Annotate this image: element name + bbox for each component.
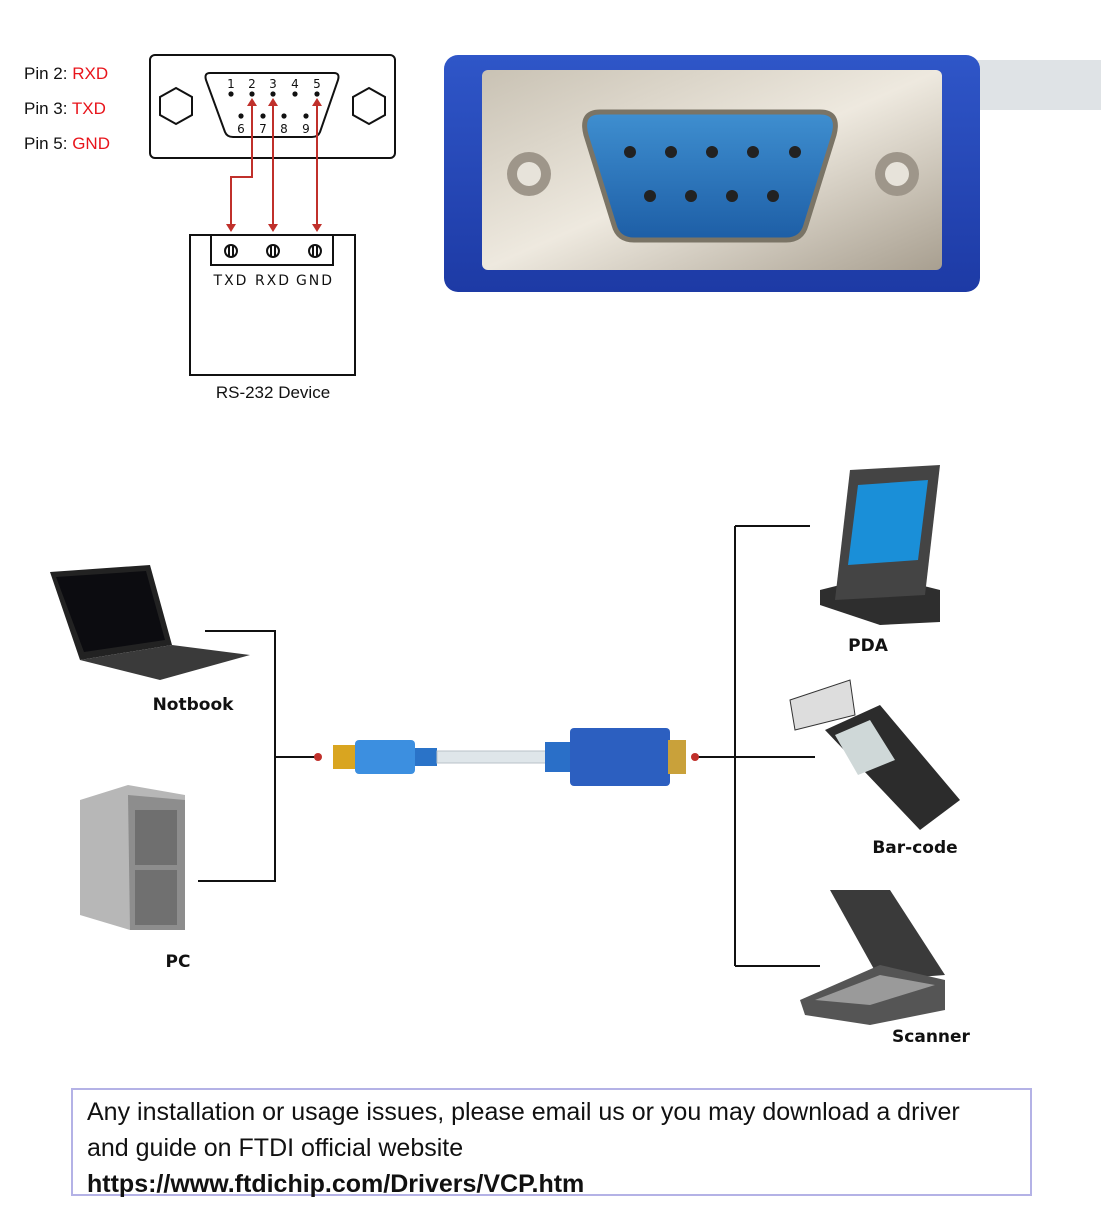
- svg-text:1: 1: [227, 77, 235, 91]
- svg-text:Pin 3: TXD: Pin 3: TXD: [24, 99, 106, 118]
- svg-text:PC: PC: [166, 952, 191, 972]
- terminal-screw-icon: [224, 244, 322, 258]
- db9-connector-photo: [444, 55, 1101, 292]
- svg-text:TXD: TXD: [213, 273, 249, 289]
- svg-text:Bar-code: Bar-code: [872, 838, 957, 858]
- junction-dot: [314, 753, 322, 761]
- connection-lines: [198, 525, 820, 967]
- svg-text:RXD: RXD: [255, 273, 291, 289]
- svg-text:Notbook: Notbook: [153, 695, 235, 715]
- svg-text:7: 7: [259, 122, 267, 136]
- barcode-scanner-icon: [789, 679, 960, 830]
- pda-icon: [820, 465, 940, 625]
- svg-text:2: 2: [248, 77, 256, 91]
- support-note: Any installation or usage issues, please…: [71, 1088, 1032, 1198]
- hex-screw-icon: [159, 86, 193, 126]
- pin-labels: Pin 2: RXD Pin 3: TXD Pin 5: GND: [24, 64, 110, 153]
- svg-text:PDA: PDA: [848, 636, 889, 656]
- wiring-arrows: [226, 98, 322, 232]
- note-line-1: Any installation or usage issues, please…: [87, 1098, 960, 1126]
- pc-tower-icon: [80, 785, 185, 930]
- driver-url-link[interactable]: https://www.ftdichip.com/Drivers/VCP.htm: [87, 1170, 585, 1198]
- svg-text:GND: GND: [296, 273, 334, 289]
- svg-text:Pin 5: GND: Pin 5: GND: [24, 134, 110, 153]
- svg-text:9: 9: [302, 122, 310, 136]
- usb-serial-cable: [333, 728, 686, 786]
- laptop-icon: [50, 565, 250, 680]
- svg-text:5: 5: [313, 77, 321, 91]
- svg-text:6: 6: [237, 122, 245, 136]
- svg-text:8: 8: [280, 122, 288, 136]
- device-label: RS-232 Device: [216, 383, 330, 402]
- svg-text:Scanner: Scanner: [892, 1027, 971, 1047]
- flatbed-scanner-icon: [800, 890, 945, 1025]
- rs232-device: TXD RXD GND RS-232 Device: [189, 234, 356, 402]
- junction-dot: [691, 753, 699, 761]
- hex-screw-icon: [352, 86, 386, 126]
- note-line-2: and guide on FTDI official website: [87, 1134, 464, 1162]
- svg-text:3: 3: [269, 77, 277, 91]
- svg-text:4: 4: [291, 77, 299, 91]
- svg-text:Pin 2: RXD: Pin 2: RXD: [24, 64, 108, 83]
